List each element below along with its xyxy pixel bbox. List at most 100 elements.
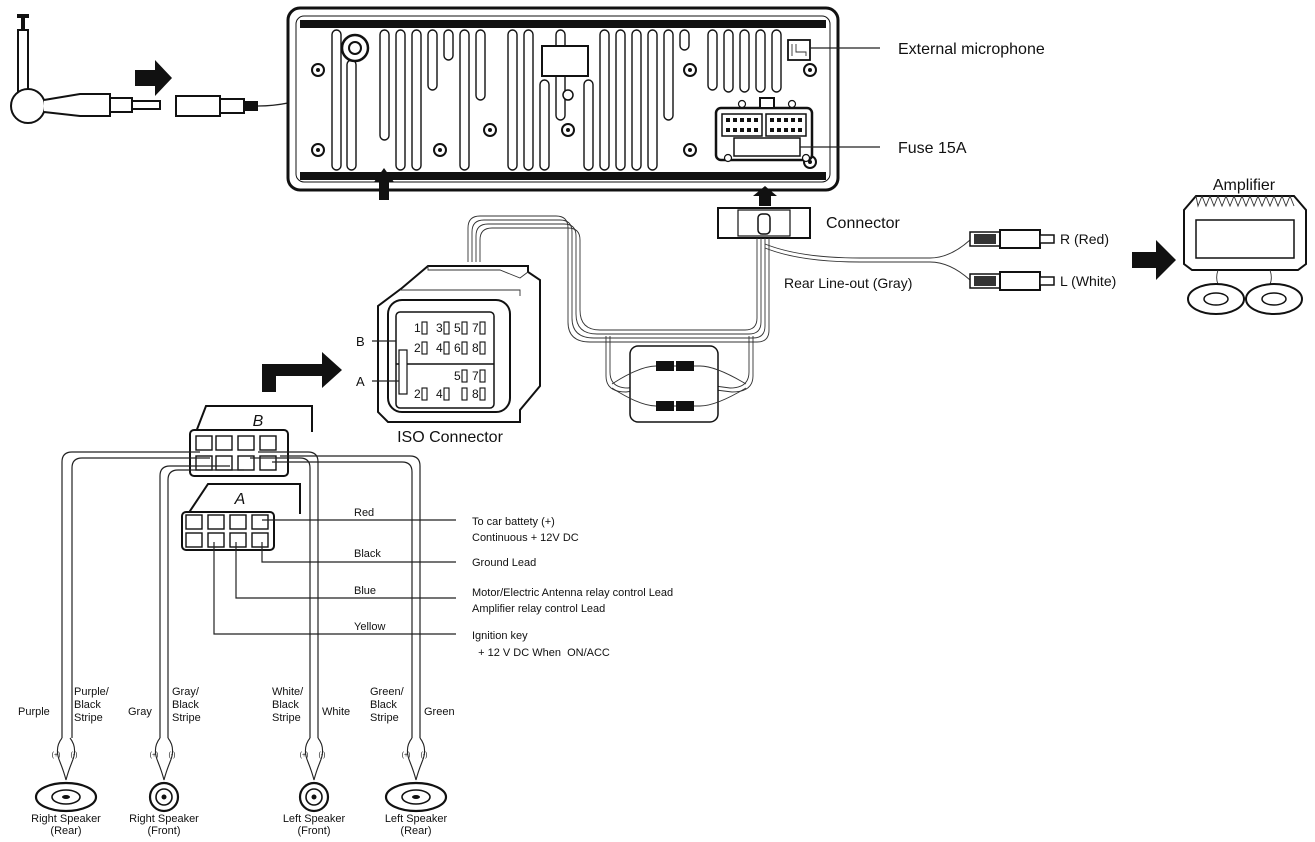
speaker-wire-label: White <box>322 706 350 718</box>
iso-pin-slot <box>479 321 486 335</box>
plug-b <box>189 405 313 477</box>
iso-block-a-label: A <box>356 374 365 389</box>
cooling-fin <box>679 29 690 51</box>
plug-cell <box>185 514 203 530</box>
socket-pin <box>747 128 751 132</box>
iso-pin-slot <box>443 341 450 355</box>
iso-pin-number: 4 <box>436 387 443 401</box>
arrow-icon <box>135 60 172 96</box>
cooling-fin <box>475 29 486 101</box>
connector-label: Connector <box>826 215 900 232</box>
inline-rca-box <box>611 345 747 423</box>
wire-black-label: Black <box>354 548 381 560</box>
antenna-desc-1: Motor/Electric Antenna relay control Lea… <box>472 587 673 599</box>
speaker-wire-label: Stripe <box>172 712 201 724</box>
iso-pin-slot <box>461 387 468 401</box>
arrow-icon <box>1132 240 1176 280</box>
iso-connector-label: ISO Connector <box>397 429 504 446</box>
speaker-wire-label: Green <box>424 706 455 718</box>
iso-pin-slot <box>479 341 486 355</box>
iso-pin-number: 1 <box>414 321 421 335</box>
plug-cell <box>259 455 277 471</box>
plug-cell <box>251 514 269 530</box>
cooling-fin <box>427 29 438 91</box>
polarity-plus-label: (+) <box>300 752 309 759</box>
cooling-fin <box>539 79 550 171</box>
speaker: (+)(-)Right Speaker(Front) <box>129 737 199 837</box>
plug-cell <box>237 435 255 451</box>
iso-pin-slot <box>461 341 468 355</box>
amplifier <box>1183 194 1307 315</box>
socket-pin <box>777 118 781 122</box>
cooling-fin <box>346 59 357 171</box>
speaker: (+)(-)Right Speaker(Rear) <box>31 737 101 837</box>
speaker-wire-label: Black <box>272 699 299 711</box>
iso-pin-slot <box>479 369 486 383</box>
socket-pin <box>754 118 758 122</box>
speaker-label: (Front) <box>298 825 331 837</box>
socket-pin <box>784 118 788 122</box>
iso-pin-number: 3 <box>436 321 443 335</box>
power-wires <box>213 519 456 635</box>
iso-pin-number: 8 <box>472 341 479 355</box>
speaker: (+)(-)Left Speaker(Rear) <box>385 737 448 837</box>
iso-pin-number: 5 <box>454 369 461 383</box>
speaker-label: (Front) <box>148 825 181 837</box>
speaker-label: Right Speaker <box>31 813 101 825</box>
amplifier-label: Amplifier <box>1213 177 1276 194</box>
speaker-wire-label: Black <box>370 699 397 711</box>
cooling-fin <box>459 29 470 171</box>
iso-pin-slot <box>479 387 486 401</box>
cooling-fin <box>771 29 782 93</box>
ground-desc: Ground Lead <box>472 557 536 569</box>
speaker-wire-label: Stripe <box>370 712 399 724</box>
socket-pin <box>798 118 802 122</box>
arrow-icon <box>753 186 777 206</box>
speaker-label: Left Speaker <box>385 813 448 825</box>
speaker-label: (Rear) <box>400 825 431 837</box>
iso-pin-number: 4 <box>436 341 443 355</box>
battery-desc-1: To car battety (+) <box>472 516 555 528</box>
iso-pin-number: 7 <box>472 321 479 335</box>
cooling-fin <box>647 29 658 171</box>
wire-red-label: Red <box>354 507 374 519</box>
socket-pin <box>747 118 751 122</box>
plug-cell <box>251 532 269 548</box>
polarity-plus-label: (+) <box>52 752 61 759</box>
cooling-fin <box>523 29 534 171</box>
iso-pin-number: 2 <box>414 387 421 401</box>
plug-cell <box>259 435 277 451</box>
cooling-fin <box>739 29 750 93</box>
iso-pin-number: 2 <box>414 341 421 355</box>
socket-pin <box>791 128 795 132</box>
iso-pin-number: 5 <box>454 321 461 335</box>
speaker-wire-label: Green/ <box>370 686 405 698</box>
socket-pin <box>733 128 737 132</box>
cooling-fin <box>411 29 422 171</box>
iso-pin-slot <box>461 369 468 383</box>
socket-pin <box>770 128 774 132</box>
wire-blue-label: Blue <box>354 585 376 597</box>
plug-cell <box>207 514 225 530</box>
socket-pin <box>784 128 788 132</box>
iso-pin-slot <box>421 321 428 335</box>
iso-pin-slot <box>461 321 468 335</box>
iso-pin-number: 8 <box>472 387 479 401</box>
speaker: (+)(-)Left Speaker(Front) <box>283 737 346 837</box>
cooling-fin <box>331 29 342 171</box>
plug-cell <box>185 532 203 548</box>
rca-plugs <box>969 229 1055 291</box>
external-microphone-label: External microphone <box>898 41 1045 58</box>
speaker-wire-label: Gray/ <box>172 686 200 698</box>
cooling-fin <box>379 29 390 141</box>
socket-pin <box>733 118 737 122</box>
cooling-fin <box>583 79 594 171</box>
socket-pin <box>726 118 730 122</box>
cooling-fin <box>443 29 454 61</box>
head-unit <box>286 6 840 192</box>
speaker-wire-label: Black <box>74 699 101 711</box>
plug-cell <box>229 514 247 530</box>
plug-cell <box>229 532 247 548</box>
